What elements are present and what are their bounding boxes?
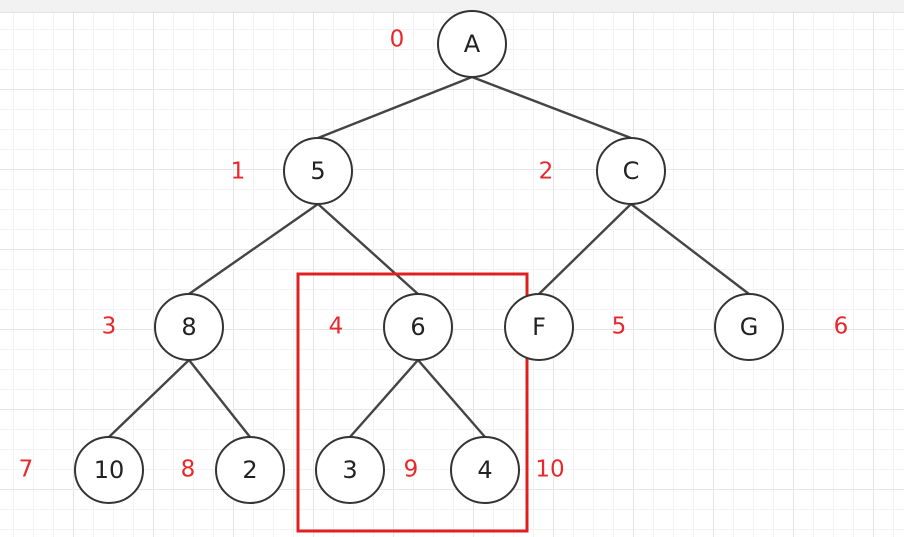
tree-node-n2: C: [596, 137, 666, 205]
index-label: 0: [390, 27, 405, 53]
node-circle: [383, 293, 453, 361]
node-circle: [714, 293, 784, 361]
index-label: 4: [329, 314, 344, 340]
index-labels: 0 1 2 3 4 5 6 7 8 9 10: [19, 27, 849, 483]
node-label: 6: [410, 313, 425, 341]
edge-n2-n5: [538, 203, 632, 295]
edge-n3-n7: [108, 359, 190, 438]
edge-n0-n1: [317, 75, 473, 140]
index-label: 10: [535, 457, 564, 483]
node-label: F: [532, 313, 546, 341]
tree-node-n0: A: [437, 10, 507, 78]
tree-node-n3: 8: [154, 293, 224, 361]
index-label: 6: [834, 314, 849, 340]
node-label: A: [464, 30, 481, 58]
node-label: 10: [94, 456, 125, 484]
tree-node-n4: 6: [383, 293, 453, 361]
tree-node-n1: 5: [283, 137, 353, 205]
node-label: 3: [342, 456, 357, 484]
edge-n1-n4: [317, 203, 419, 295]
node-circle: [450, 436, 520, 504]
index-label: 2: [539, 159, 554, 185]
highlight-box: [296, 272, 529, 533]
tree-node-n6: G: [714, 293, 784, 361]
edge-n4-n10: [417, 359, 486, 438]
index-label: 3: [102, 314, 117, 340]
edge-n3-n8: [188, 359, 251, 438]
node-label: G: [740, 313, 759, 341]
tree-node-n10: 4: [450, 436, 520, 504]
node-circle: [315, 436, 385, 504]
edge-n0-n2: [471, 75, 632, 140]
edge-n4-n9: [349, 359, 419, 438]
index-label: 7: [19, 457, 34, 483]
node-label: C: [623, 157, 640, 185]
tree-edges: [108, 75, 750, 438]
tree-node-n5: F: [504, 293, 574, 361]
node-label: 5: [310, 157, 325, 185]
node-circle: [596, 137, 666, 205]
tree-node-n9: 3: [315, 436, 385, 504]
node-circle: [74, 436, 144, 504]
tree-node-n7: 10: [74, 436, 144, 504]
index-label: 1: [231, 159, 246, 185]
node-circle: [154, 293, 224, 361]
index-label: 9: [404, 457, 419, 483]
index-label: 8: [181, 457, 196, 483]
node-label: 8: [181, 313, 196, 341]
node-circle: [215, 436, 285, 504]
edge-n2-n6: [630, 203, 750, 295]
top-toolbar-strip: [0, 0, 904, 13]
edge-n1-n3: [188, 203, 319, 295]
node-label: 2: [242, 456, 257, 484]
node-label: 4: [477, 456, 492, 484]
tree-node-n8: 2: [215, 436, 285, 504]
node-circle: [437, 10, 507, 78]
node-circle: [283, 137, 353, 205]
node-circle: [504, 293, 574, 361]
index-label: 5: [612, 314, 627, 340]
